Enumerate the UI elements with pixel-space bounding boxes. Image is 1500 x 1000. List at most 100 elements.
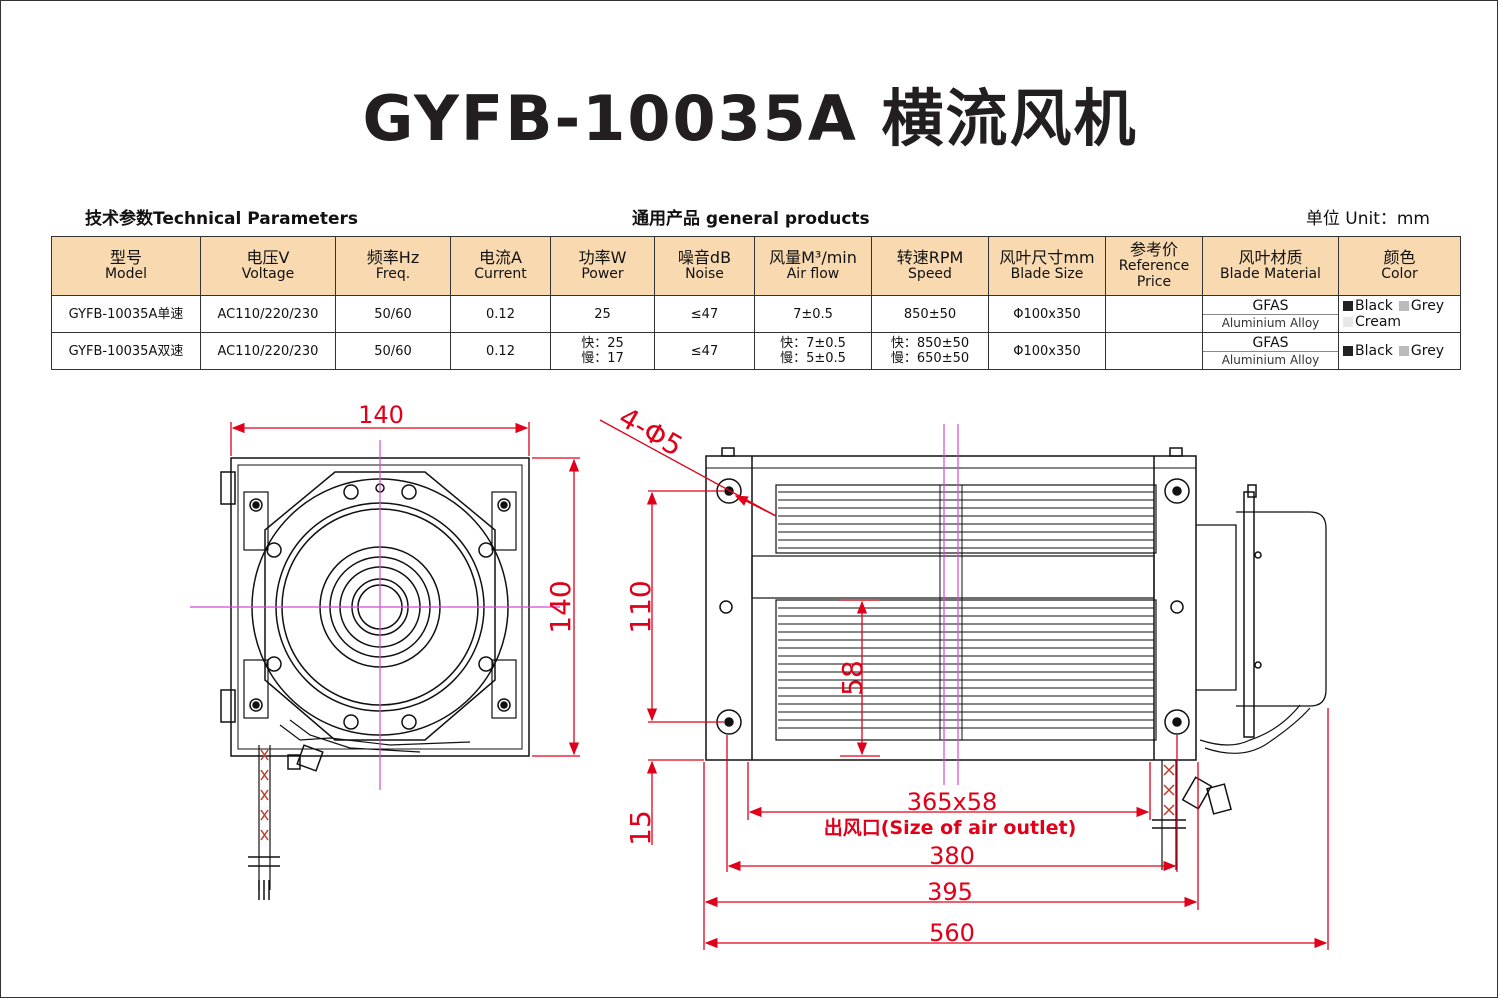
cell-noise-text: ≤47 — [690, 306, 719, 322]
cell-voltage-text: AC110/220/230 — [217, 343, 319, 359]
color-swatch-icon — [1343, 301, 1353, 311]
color-option: Black — [1343, 343, 1393, 359]
cell-current-text: 0.12 — [486, 343, 515, 359]
color-swatch-icon — [1343, 317, 1353, 327]
cell-model-text: GYFB-10035A双速 — [68, 343, 184, 359]
column-header-en: Blade Material — [1220, 266, 1321, 282]
cell-voltage: AC110/220/230 — [200, 295, 336, 333]
cell-speed-text: 慢：650±50 — [890, 351, 970, 366]
dim-width-140: 140 — [358, 401, 404, 429]
color-option: Cream — [1343, 314, 1401, 330]
cell-airflow-text: 7±0.5 — [793, 306, 833, 322]
color-label: Black — [1355, 343, 1393, 359]
dim-380: 380 — [929, 842, 975, 870]
column-header-en: Blade Size — [1010, 266, 1084, 282]
cell-blade-size-text: Φ100x350 — [1013, 306, 1081, 322]
column-header-cn: 参考价 — [1129, 240, 1178, 259]
cell-airflow-text: 慢：5±0.5 — [780, 351, 846, 366]
cell-blade-size-text: Φ100x350 — [1013, 343, 1081, 359]
column-header-cn: 噪音dB — [677, 248, 732, 267]
front-view-centerlines — [943, 424, 959, 785]
dim-outlet-height-58: 58 — [836, 660, 869, 696]
column-header-cn: 电压V — [246, 248, 290, 267]
column-header-cn: 风叶材质 — [1238, 248, 1303, 267]
color-label: Cream — [1355, 314, 1402, 330]
column-header-cn: 风叶尺寸mm — [999, 248, 1095, 267]
dim-height-140: 140 — [544, 580, 577, 633]
cell-freq: 50/60 — [335, 295, 451, 333]
cell-material-text: Aluminium Alloy — [1221, 352, 1320, 367]
color-option: Grey — [1398, 343, 1445, 359]
cell-speed: 850±50 — [871, 295, 989, 333]
outlet-caption: 出风口(Size of air outlet) — [824, 816, 1077, 839]
side-view-centerlines — [190, 440, 560, 790]
color-label: Grey — [1410, 343, 1445, 359]
side-view-dimensions — [230, 422, 580, 757]
column-header-cn: 功率W — [578, 248, 627, 267]
cell-material-text: GFAS — [1203, 335, 1338, 352]
column-header-en: Noise — [685, 266, 724, 282]
column-header-cn: 转速RPM — [896, 248, 964, 267]
dim-395: 395 — [927, 878, 973, 906]
column-header-en: Voltage — [241, 266, 295, 282]
table-body: GYFB-10035A单速 AC110/220/230 50/60 0.12 25 ≤47… — [51, 295, 1461, 370]
column-header-en: Freq. — [375, 266, 411, 282]
cell-power-text: 25 — [594, 306, 611, 322]
color-swatch-icon — [1398, 301, 1409, 311]
color-option: Grey — [1398, 298, 1445, 314]
dim-560: 560 — [929, 919, 975, 947]
cell-material-text: Aluminium Alloy — [1221, 315, 1320, 330]
column-header-cn: 颜色 — [1383, 248, 1416, 267]
cell-blade-size: Φ100x350 — [988, 332, 1106, 370]
dim-hole-spacing-110: 110 — [624, 580, 657, 633]
column-header-cn: 型号 — [109, 248, 142, 267]
unit-label: 单位 Unit：mm — [1305, 209, 1430, 229]
column-header-en: Model — [104, 266, 148, 282]
side-view-drawing — [220, 457, 530, 900]
color-swatch-icon — [1398, 346, 1409, 356]
column-header-cn: 频率Hz — [366, 248, 420, 267]
column-header-en: Power — [581, 266, 624, 282]
cell-current-text: 0.12 — [486, 306, 515, 322]
cell-material-text: GFAS — [1203, 298, 1338, 315]
cell-price — [1105, 295, 1203, 333]
column-header-en: Color — [1381, 266, 1418, 282]
page-title: GYFB-10035A 横流风机 — [362, 82, 1138, 155]
dim-holes: 4-Φ5 — [613, 401, 688, 463]
cell-model: GYFB-10035A单速 — [51, 295, 201, 333]
column-header-en: Reference Price — [1118, 258, 1190, 290]
cell-current: 0.12 — [450, 295, 551, 333]
column-header-cn: 电流A — [479, 248, 522, 267]
front-view-drawing — [705, 447, 1327, 870]
dim-bottom-15: 15 — [624, 810, 657, 846]
cell-freq-text: 50/60 — [374, 343, 412, 359]
column-header-en: Air flow — [786, 266, 840, 282]
column-header-cn: 风量M³/min — [769, 248, 857, 267]
color-option: Black — [1343, 298, 1393, 314]
cell-power-text: 快：25 — [581, 336, 624, 351]
cell-color: Black Grey — [1338, 332, 1461, 370]
color-label: Black — [1355, 298, 1393, 314]
cell-model: GYFB-10035A双速 — [51, 332, 201, 370]
front-view-dimensions — [599, 419, 1329, 950]
color-label: Grey — [1410, 298, 1445, 314]
column-header-en: Speed — [908, 266, 952, 282]
cell-voltage-text: AC110/220/230 — [217, 306, 319, 322]
